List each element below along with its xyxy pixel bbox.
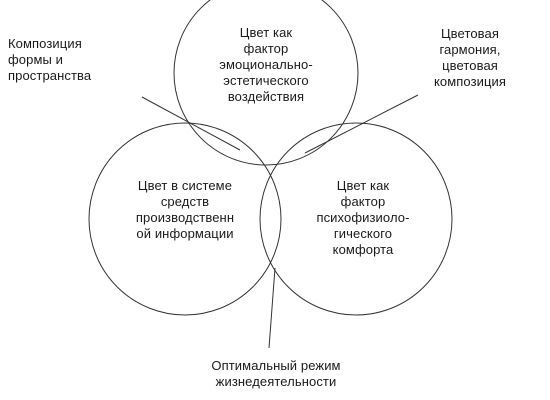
circle-right-text: Цвет как фактор психофизиоло- гического … [316,178,410,257]
connector-top-right [304,94,419,154]
label-composition-form-space: Композиция формы и пространства [8,36,92,83]
circle-top [173,0,359,166]
circle-left [88,122,282,316]
label-optimal-mode: Оптимальный режим жизнедеятельности .... [211,358,341,400]
label-color-harmony: Цветовая гармония, цветовая композиция [433,26,507,89]
circle-left-text: Цвет в системе средств производственн ой… [135,178,235,241]
circle-top-text: Цвет как фактор эмоционально- эстетическ… [219,25,313,104]
connector-top-left [141,96,241,151]
circle-right [259,122,453,316]
connector-bottom [268,267,276,349]
